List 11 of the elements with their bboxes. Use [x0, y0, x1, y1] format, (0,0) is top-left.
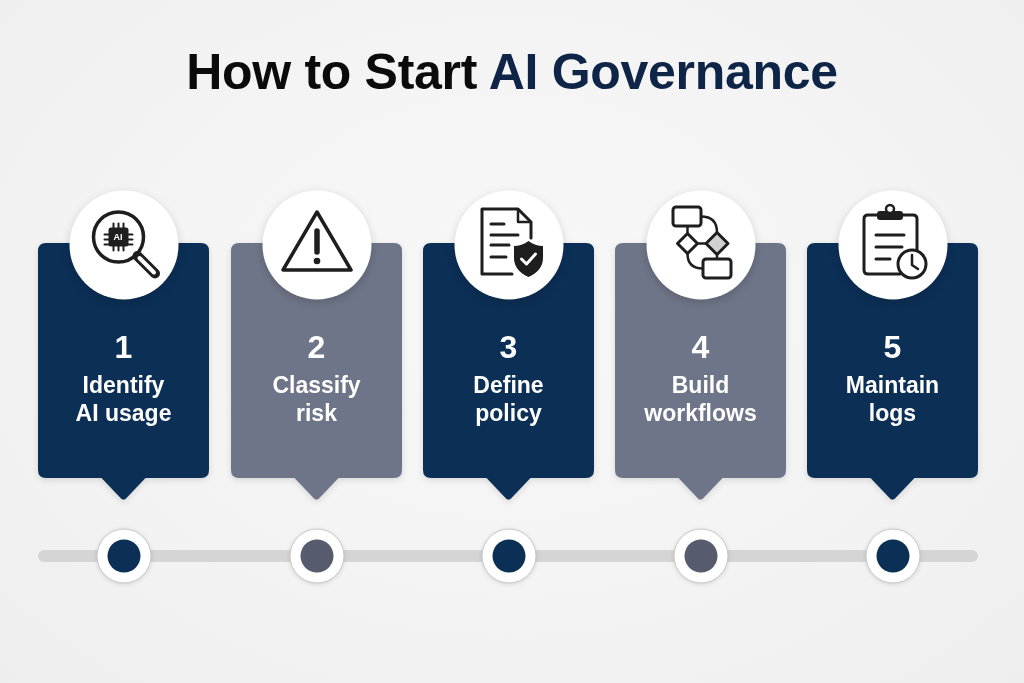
step-label: Define policy — [472, 371, 545, 427]
step-number: 5 — [883, 329, 902, 365]
title: How to Start AI Governance — [186, 43, 838, 102]
step-label: Maintain logs — [844, 371, 941, 427]
step-number: 1 — [114, 329, 133, 365]
step-number: 3 — [499, 329, 518, 365]
step-label: Identify AI usage — [74, 371, 173, 427]
step-label: Build workflows — [643, 371, 758, 427]
step-number: 4 — [691, 329, 710, 365]
step-number: 2 — [307, 329, 326, 365]
step-label: Classify risk — [271, 371, 362, 427]
